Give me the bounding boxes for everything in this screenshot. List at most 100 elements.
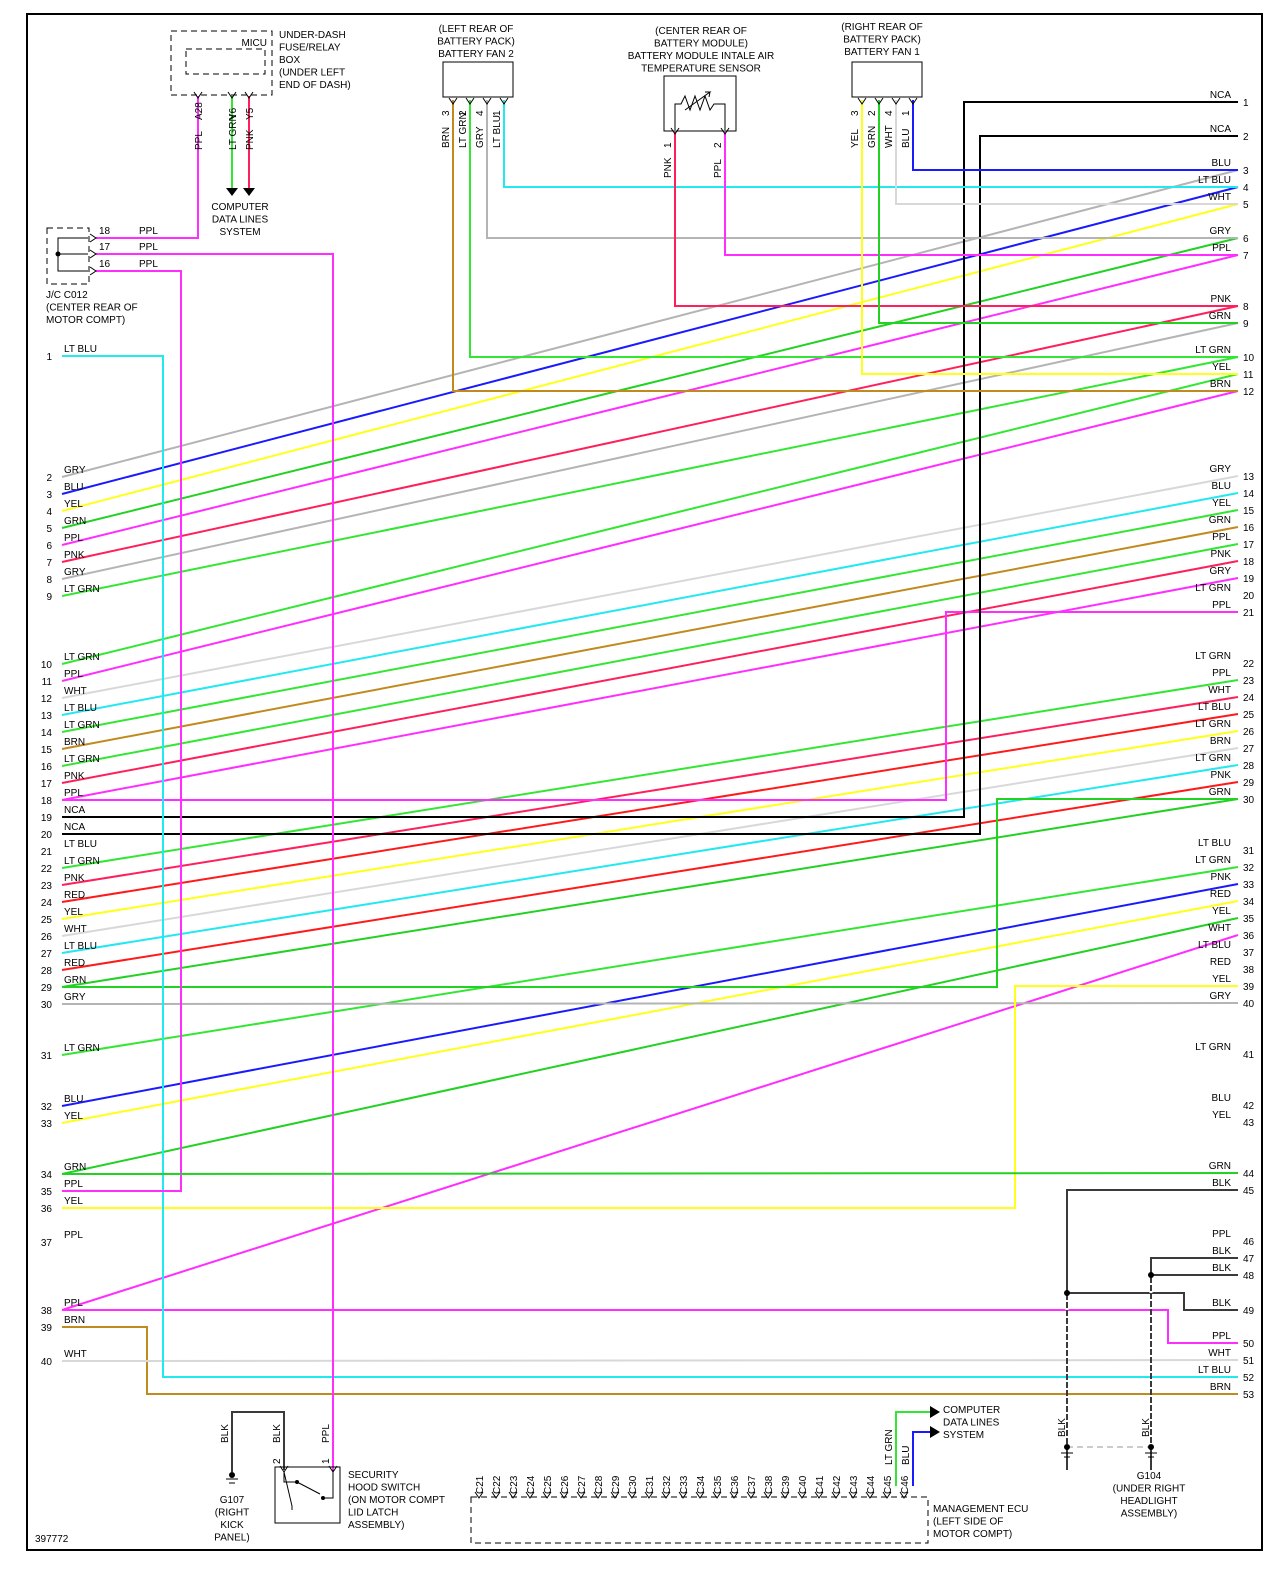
fan2-pin-1-color: LT BLU xyxy=(492,115,503,148)
left-pin-color-20: NCA xyxy=(64,822,85,833)
fan2-pin-4-id: 4 xyxy=(475,110,486,116)
jc-pin-16-color: PPL xyxy=(139,259,158,270)
left-pin-number-1: 1 xyxy=(46,352,52,363)
wire-left-20-to-right-2 xyxy=(62,135,1238,835)
right-pin-number-1: 1 xyxy=(1243,98,1249,109)
fan2-pin-2-terminal xyxy=(465,97,475,105)
fan2-pin-2-id: 2 xyxy=(458,110,469,116)
right-pin-color-51: WHT xyxy=(1208,1348,1231,1359)
left-pin-number-14: 14 xyxy=(41,728,53,739)
wire-left-16-to-right-17 xyxy=(61,543,1239,767)
right-pin-color-46: PPL xyxy=(1212,1229,1231,1240)
ecu-pin-c27-id: C27 xyxy=(577,1475,588,1494)
ecu-label-line-1: MANAGEMENT ECU xyxy=(933,1504,1028,1515)
ecu-pin-c40-id: C40 xyxy=(798,1475,809,1494)
right-pin-number-36: 36 xyxy=(1243,931,1255,942)
right-pin-number-44: 44 xyxy=(1243,1169,1255,1180)
ecu-pin-c35-terminal xyxy=(712,1491,722,1499)
right-pin-color-40: GRY xyxy=(1210,991,1232,1002)
right-pin-color-50: PPL xyxy=(1212,1331,1231,1342)
ecu-pin-c29-terminal xyxy=(610,1491,620,1499)
right-pin-color-2: NCA xyxy=(1210,124,1231,135)
ecu-pin-c45-id: C45 xyxy=(883,1475,894,1494)
left-pin-color-7: PNK xyxy=(64,550,85,561)
g107-label-line-2: (RIGHT xyxy=(215,1508,249,1519)
left-pin-number-8: 8 xyxy=(46,575,52,586)
left-pin-color-17: PNK xyxy=(64,771,85,782)
left-pin-number-36: 36 xyxy=(41,1204,53,1215)
left-pin-number-35: 35 xyxy=(41,1187,53,1198)
ecu-pin-c39-id: C39 xyxy=(781,1475,792,1494)
jc-label-line-3: MOTOR COMPT) xyxy=(46,315,125,326)
wire-sensor-1 xyxy=(674,132,1238,307)
ecu-pin-c32-id: C32 xyxy=(662,1475,673,1494)
right-pin-number-42: 42 xyxy=(1243,1101,1255,1112)
security-pin-2-color: BLK xyxy=(272,1424,283,1443)
fan2-pin-1-id: 1 xyxy=(492,110,503,116)
wire-left-2-to-right-3 xyxy=(61,169,1239,478)
ecu-pin-c22-terminal xyxy=(491,1491,501,1499)
right-pin-number-23: 23 xyxy=(1243,676,1255,687)
left-pin-number-24: 24 xyxy=(41,898,53,909)
micu-title: MICU xyxy=(241,38,267,49)
right-pin-color-15: YEL xyxy=(1212,498,1231,509)
wire-left-29-to-right-30 xyxy=(61,798,1239,988)
right-pin-number-38: 38 xyxy=(1243,965,1255,976)
ecu-outline xyxy=(470,1496,929,1544)
left-pin-number-22: 22 xyxy=(41,864,53,875)
right-pin-number-41: 41 xyxy=(1243,1050,1255,1061)
ecu-pin-c43-id: C43 xyxy=(849,1475,860,1494)
fan1-box xyxy=(851,61,923,98)
left-pin-color-19: NCA xyxy=(64,805,85,816)
diagram-border xyxy=(26,13,1263,1551)
right-pin-color-43: YEL xyxy=(1212,1110,1231,1121)
left-pin-color-39: BRN xyxy=(64,1315,85,1326)
ecu-pin-c28-id: C28 xyxy=(594,1475,605,1494)
right-pin-color-37: LT BLU xyxy=(1198,940,1231,951)
wire-g104-to-right-47 xyxy=(1150,1257,1238,1470)
wire-left-18-to-right-21 xyxy=(62,611,1238,801)
computer-data-lines-bottom-line-1: COMPUTER xyxy=(943,1405,1000,1416)
switch-left-contact-lead xyxy=(283,1472,297,1483)
ecu-pin-c33-id: C33 xyxy=(679,1475,690,1494)
fan1-label-line-1: (RIGHT REAR OF xyxy=(841,22,922,33)
fan2-pin-3-terminal xyxy=(448,97,458,105)
wire-left-8-to-right-9 xyxy=(61,322,1239,580)
fan1-pin-1-color: BLU xyxy=(901,129,912,148)
fan1-pin-4-id: 4 xyxy=(884,110,895,116)
left-pin-color-38: PPL xyxy=(64,1298,83,1309)
g107-label-line-1: G107 xyxy=(220,1495,245,1506)
ecu-pin-c37-id: C37 xyxy=(747,1475,758,1494)
fan2-label-line-3: BATTERY FAN 2 xyxy=(438,49,514,60)
micu-y5-arrow xyxy=(243,188,255,196)
ecu-pin-c28-terminal xyxy=(593,1491,603,1499)
right-pin-number-50: 50 xyxy=(1243,1339,1255,1350)
left-pin-number-21: 21 xyxy=(41,847,53,858)
wire-micu-a28-to-jc-18 xyxy=(96,96,199,239)
right-pin-color-1: NCA xyxy=(1210,90,1231,101)
right-pin-color-3: BLU xyxy=(1212,158,1231,169)
left-pin-number-23: 23 xyxy=(41,881,53,892)
right-pin-number-13: 13 xyxy=(1243,472,1255,483)
left-pin-color-3: BLU xyxy=(64,482,83,493)
micu-label-line-4: (UNDER LEFT xyxy=(279,68,345,79)
left-pin-color-28: RED xyxy=(64,958,85,969)
right-pin-color-8: PNK xyxy=(1210,294,1231,305)
right-pin-number-17: 17 xyxy=(1243,540,1255,551)
left-pin-number-28: 28 xyxy=(41,966,53,977)
right-pin-number-39: 39 xyxy=(1243,982,1255,993)
ecu-label-line-3: MOTOR COMPT) xyxy=(933,1529,1012,1540)
fan1-pin-3-color: YEL xyxy=(850,129,861,148)
right-pin-number-37: 37 xyxy=(1243,948,1255,959)
wire-left-9-to-right-10 xyxy=(61,356,1239,597)
right-pin-number-10: 10 xyxy=(1243,353,1255,364)
ecu-wire-c46-color: BLU xyxy=(901,1446,912,1465)
sensor-pin-2-id: 2 xyxy=(713,142,724,148)
micu-pin-y5-color: PNK xyxy=(245,129,256,150)
right-pin-number-20: 20 xyxy=(1243,591,1255,602)
micu-pin-a28-color: PPL xyxy=(194,131,205,150)
left-pin-number-27: 27 xyxy=(41,949,53,960)
wire-left-36-to-right-39 xyxy=(62,985,1238,1209)
left-pin-number-30: 30 xyxy=(41,1000,53,1011)
right-pin-number-27: 27 xyxy=(1243,744,1255,755)
